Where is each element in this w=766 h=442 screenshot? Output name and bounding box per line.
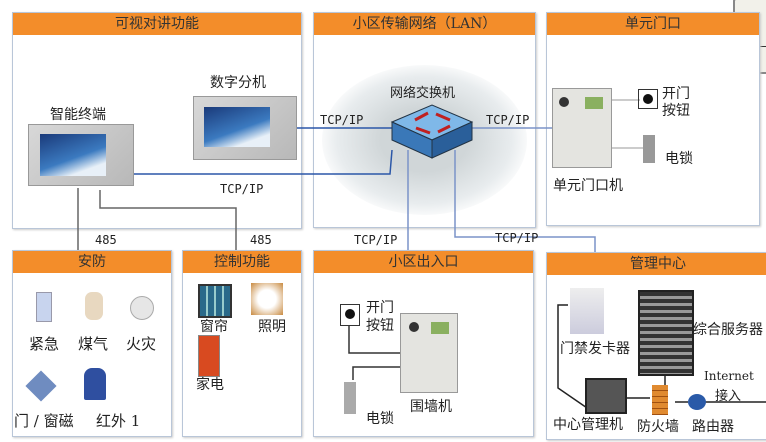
firewall-icon [652,385,668,415]
panel-title: 控制功能 [183,251,301,273]
line-485-control [99,190,237,250]
open-button-label: 按钮 [366,318,394,334]
panel-title: 单元门口 [547,13,759,35]
panel-title: 可视对讲功能 [13,13,301,35]
center-pc-label: 中心管理机 [553,417,623,433]
smart-terminal-device [28,124,134,186]
electric-lock-icon [643,135,655,163]
security-item: 煤气 [78,335,109,353]
digital-extension-device [193,96,297,160]
rs485-label: 485 [95,233,117,247]
wall-station-label: 围墙机 [410,399,452,415]
door-station-device [552,88,612,168]
panel-title: 安防 [13,251,171,273]
infrared-sensor-icon [84,368,106,400]
light-icon [251,283,283,315]
rs485-label: 485 [250,233,272,247]
security-item: 门 / 窗磁 [14,412,74,430]
lock-label: 电锁 [366,411,394,427]
appliance-icon [198,335,220,377]
internet-label: Internet [704,369,754,383]
open-button-label: 开门 [662,86,690,102]
panel-title: 小区出入口 [314,251,533,273]
network-switch-icon [390,100,474,160]
panel-unit-door: 单元门口 [546,12,760,226]
lock-label: 电锁 [665,151,693,167]
tcp-label: TCP/IP [354,233,398,247]
internet-label: 接入 [715,389,742,404]
gas-detector-icon [85,292,103,320]
tcp-label: TCP/IP [220,182,264,196]
panel-control: 控制功能 [182,250,302,437]
firewall-label: 防火墙 [637,419,679,435]
computer-icon [585,378,627,414]
curtain-icon [198,284,232,318]
smoke-detector-icon [130,296,154,320]
digital-extension-label: 数字分机 [210,75,266,91]
open-button-icon [340,304,360,326]
electric-lock-icon [344,382,356,414]
control-item: 窗帘 [200,319,228,335]
smart-terminal-label: 智能终端 [50,107,106,123]
security-item: 火灾 [126,335,157,353]
server-icon [638,290,694,376]
line-terminal-switch [132,149,393,175]
door-station-label: 单元门口机 [553,178,623,194]
server-label: 综合服务器 [693,322,763,338]
router-label: 路由器 [692,419,734,435]
security-item: 紧急 [29,335,60,353]
card-issuer-label: 门禁发卡器 [560,341,630,357]
card-issuer-icon [570,288,604,334]
open-button-label: 开门 [366,300,394,316]
emergency-button-icon [36,292,52,322]
open-button-label: 按钮 [662,103,690,119]
panel-title: 管理中心 [547,253,766,275]
tcp-label: TCP/IP [486,113,530,127]
line-switch-management [454,150,596,252]
wall-station-device [400,313,458,393]
control-item: 照明 [258,319,286,335]
tcp-label: TCP/IP [320,113,364,127]
open-button-icon [638,89,658,109]
panel-title: 小区传输网络（LAN） [314,13,535,35]
switch-label: 网络交换机 [390,86,456,101]
security-item: 红外 1 [96,412,141,430]
control-item: 家电 [196,377,224,393]
panel-security: 安防 [12,250,172,437]
tcp-label: TCP/IP [495,231,539,245]
router-icon [688,394,706,410]
